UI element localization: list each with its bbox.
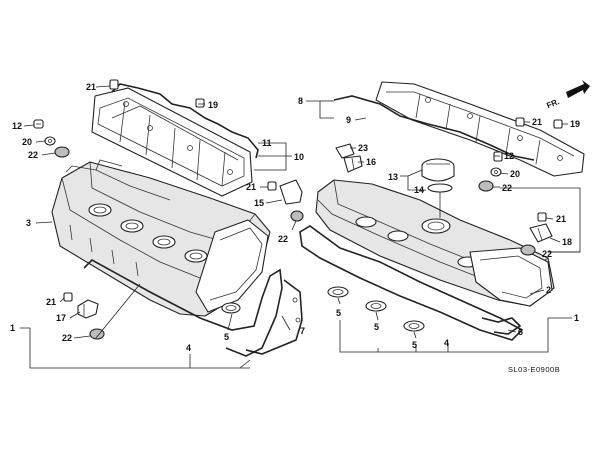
- callout-13: 13: [388, 172, 398, 182]
- left-cover-gasket-upper: [111, 83, 259, 159]
- right-bracket-23: [335, 143, 355, 159]
- callout-20: 20: [510, 169, 520, 179]
- callout-23: 23: [358, 143, 368, 153]
- callout-4: 4: [444, 338, 449, 348]
- callout-11: 11: [262, 138, 272, 148]
- callout-12: 12: [12, 121, 22, 131]
- left-head-cover: [51, 161, 271, 317]
- left-grommet-22-top: [54, 146, 70, 158]
- callout-21: 21: [46, 297, 56, 307]
- left-bolt-21-top: [109, 79, 119, 90]
- right-grommet-22-top: [478, 180, 494, 192]
- right-cover-gasket-upper: [333, 95, 535, 161]
- left-bracket-15: [279, 179, 303, 205]
- right-lower-gasket: [299, 225, 524, 341]
- left-bolt-21-low: [63, 292, 73, 302]
- left-bolt-19: [195, 98, 205, 108]
- callout-12: 12: [504, 151, 514, 161]
- callout-14: 14: [414, 185, 424, 195]
- callout-3: 3: [26, 218, 31, 228]
- callout-21: 21: [532, 117, 542, 127]
- left-washer-20: [44, 136, 56, 146]
- callout-19: 19: [570, 119, 580, 129]
- right-head-cover: [315, 179, 555, 307]
- left-clip-17: [77, 299, 99, 319]
- callout-5: 5: [374, 322, 379, 332]
- left-spark-plug-seal: [221, 302, 241, 314]
- oil-filler-cap: [421, 158, 455, 182]
- oil-filler-cap-seal: [427, 183, 453, 193]
- callouts: 21 19 12 20 22 11 10 21 15 22 3 21 17 1 …: [10, 82, 580, 353]
- callout-19: 19: [208, 100, 218, 110]
- right-spark-plug-seal-2: [365, 300, 387, 312]
- left-grommet-22-mid: [290, 210, 304, 222]
- left-bolt-12: [33, 119, 44, 129]
- left-bolt-21-mid: [267, 181, 277, 191]
- right-washer-20: [490, 167, 502, 177]
- callout-22: 22: [502, 183, 512, 193]
- right-bolt-19: [553, 119, 563, 129]
- right-spark-plug-seal-1: [327, 286, 349, 298]
- callout-22: 22: [542, 249, 552, 259]
- callout-6: 6: [518, 327, 523, 337]
- callout-22: 22: [62, 333, 72, 343]
- callout-21: 21: [86, 82, 96, 92]
- callout-21: 21: [246, 182, 256, 192]
- front-arrow-icon: [566, 80, 590, 98]
- callout-10: 10: [294, 152, 304, 162]
- right-side-gasket: [481, 317, 522, 335]
- callout-7: 7: [300, 326, 305, 336]
- callout-22: 22: [278, 234, 288, 244]
- callout-21: 21: [556, 214, 566, 224]
- right-upper-cover: [375, 81, 585, 177]
- callout-4: 4: [186, 343, 191, 353]
- left-upper-cover: [91, 87, 253, 197]
- left-head-cam-lines: [65, 159, 171, 201]
- right-bolt-21-low: [537, 212, 547, 222]
- callout-20: 20: [22, 137, 32, 147]
- callout-15: 15: [254, 198, 264, 208]
- right-clip-16: [343, 155, 363, 173]
- callout-18: 18: [562, 237, 572, 247]
- right-clip-18: [529, 223, 553, 243]
- callout-1: 1: [574, 313, 579, 323]
- left-grommet-22-low: [89, 328, 105, 340]
- diagram-code-label: SL03-E0900B: [508, 365, 560, 374]
- leader-lines: [20, 85, 581, 369]
- callout-1: 1: [10, 323, 15, 333]
- callout-8: 8: [298, 96, 303, 106]
- callout-5: 5: [336, 308, 341, 318]
- callout-9: 9: [346, 115, 351, 125]
- callout-5: 5: [224, 332, 229, 342]
- right-grommet-22-low: [520, 244, 536, 256]
- right-bolt-21-top: [515, 117, 525, 127]
- callout-22: 22: [28, 150, 38, 160]
- right-spark-plug-seal-3: [403, 320, 425, 332]
- callout-2: 2: [546, 285, 551, 295]
- front-label: FR.: [545, 97, 560, 110]
- right-bolt-12: [493, 151, 503, 162]
- callout-17: 17: [56, 313, 66, 323]
- callout-5: 5: [412, 340, 417, 350]
- left-side-gasket: [245, 279, 303, 355]
- callout-16: 16: [366, 157, 376, 167]
- left-lower-gasket: [83, 259, 283, 357]
